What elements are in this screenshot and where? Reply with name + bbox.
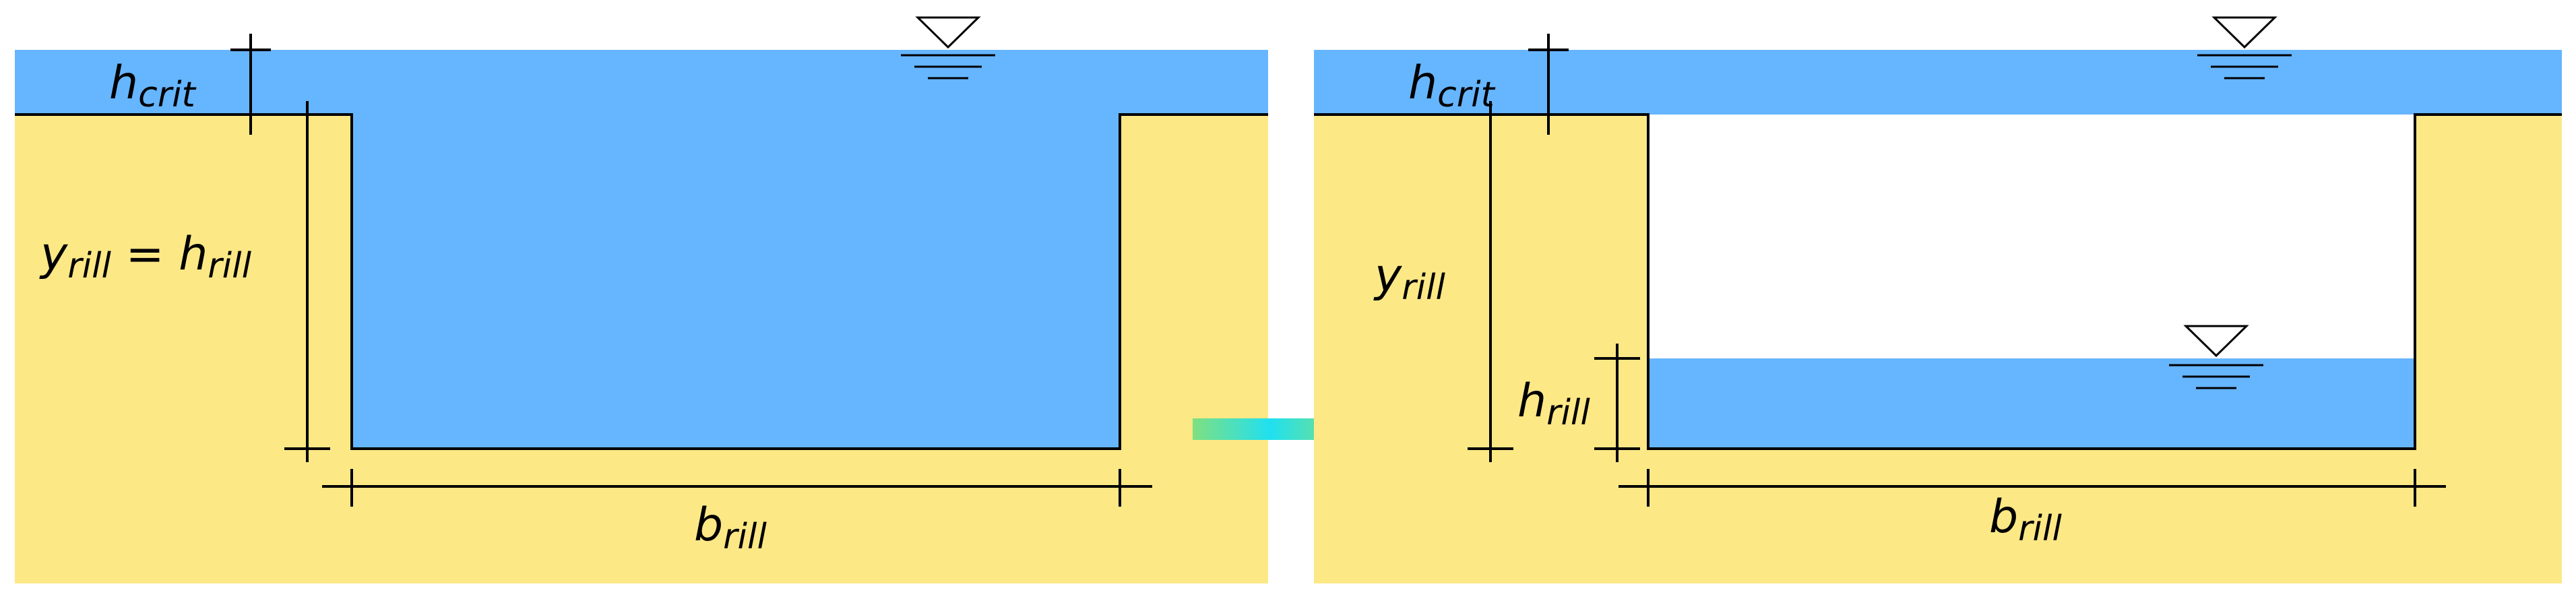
left-panel: hcrit yrill = hrill brill	[15, 16, 1268, 583]
water-level-icon	[2169, 325, 2263, 389]
water-level-icon	[2197, 16, 2292, 79]
right-brill-dimension	[1619, 469, 2446, 507]
right-hrill-dimension	[1594, 344, 1640, 462]
left-rill-outline	[15, 113, 1268, 450]
right-water-top-layer	[1314, 50, 2562, 115]
left-rill-water	[352, 115, 1120, 449]
left-water-top-layer	[15, 50, 1268, 115]
right-rill-air	[1648, 115, 2415, 358]
right-hcrit-label: hcrit	[1408, 57, 1496, 115]
right-yrill-label: yrill	[1373, 249, 1446, 308]
left-yrill-dimension	[284, 101, 330, 462]
right-hrill-label: hrill	[1517, 375, 1590, 433]
water-level-icon	[901, 16, 995, 79]
right-hcrit-dimension	[1528, 34, 1569, 135]
right-yrill-dimension	[1468, 101, 1513, 462]
right-brill-label: brill	[1989, 490, 2062, 549]
left-hcrit-dimension	[230, 34, 271, 135]
left-hcrit-label: hcrit	[109, 57, 197, 115]
right-panel: hcrit yrill hrill brill	[1314, 16, 2562, 583]
right-rill-water	[1648, 358, 2415, 449]
left-brill-label: brill	[694, 499, 767, 557]
right-rill-outline	[1314, 113, 2562, 450]
left-brill-dimension	[322, 469, 1152, 507]
left-yrill-label: yrill = hrill	[39, 228, 252, 286]
